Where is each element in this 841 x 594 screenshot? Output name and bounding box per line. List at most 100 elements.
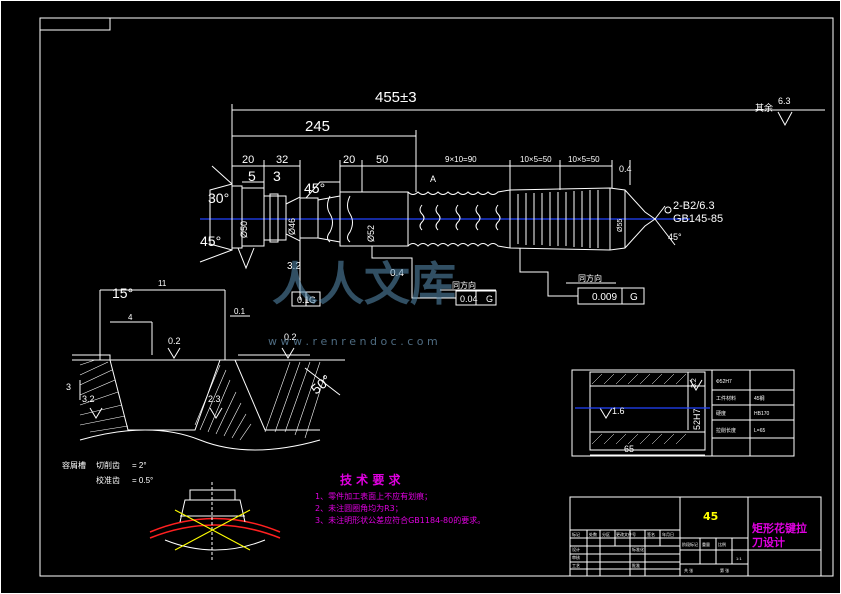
tb-cell-6: 设计 — [572, 546, 580, 552]
dim-32: 32 — [276, 154, 288, 166]
title-material: 45 — [703, 510, 718, 523]
title-drawing-name-2: 刀设计 — [752, 535, 785, 549]
tb-cell-0: 标记 — [572, 531, 580, 537]
inner-frame — [39, 17, 834, 577]
section-label-a: A — [430, 174, 436, 184]
roughness-other-label: 其余 — [755, 102, 773, 113]
tb-cell-4: 签名 — [647, 531, 655, 537]
workpiece-table-length-label: 拉削长度 — [716, 427, 736, 434]
cutting-angle: = 2° — [132, 461, 147, 470]
dia-55: Ø55 — [617, 219, 624, 232]
tooth-land-4: 4 — [128, 313, 133, 322]
workpiece-table-bore: Ф52H7 — [716, 379, 732, 385]
tolerance-0.1: 0.1 — [234, 307, 246, 316]
angle-45-right: 45° — [668, 232, 682, 242]
workpiece-table-hardness-label: 硬度 — [716, 410, 726, 417]
center-hole-standard: GB145-85 — [673, 213, 723, 225]
dim-245: 245 — [305, 118, 330, 135]
roughness-0.4: 0.4 — [390, 268, 404, 279]
workpiece-table-material: 45钢 — [754, 395, 765, 402]
dim-20b: 20 — [343, 154, 355, 166]
tb-cell-10: 批准 — [632, 562, 640, 568]
tb-cell-15: 第 张 — [720, 567, 729, 573]
roughness-symbol-other — [777, 111, 793, 127]
tol-2-datum: G — [486, 294, 493, 304]
center-hole-note: 2-B2/6.3 — [673, 200, 715, 212]
chip-groove-label: 容屑槽 — [62, 460, 86, 470]
same-direction-2: 同方向 — [578, 273, 602, 283]
tb-cell-7: 标准化 — [632, 546, 644, 552]
workpiece-roughness-1.6: 1.6 — [612, 406, 625, 416]
tol-3-value: 0.009 — [592, 292, 617, 303]
tech-requirement-3: 3、未注明形状公差应符合GB1184-80的要求。 — [315, 515, 485, 525]
roughness-3.2-tooth: 3.2 — [82, 394, 95, 404]
angle-45-neck: 45° — [304, 180, 325, 196]
dim-segment-2: 10×5=50 — [568, 155, 600, 164]
tooth-hatching — [79, 359, 326, 441]
workpiece-section — [571, 369, 795, 457]
corner-box — [40, 18, 111, 31]
tb-cell-16: 1:1 — [736, 556, 742, 561]
workpiece-bore-52h7: 52H7 — [692, 408, 702, 430]
tb-cell-1: 处数 — [589, 531, 597, 537]
watermark-logo: 人人文库 — [272, 257, 456, 311]
workpiece-roughness-3.2: 3.2 — [691, 378, 698, 388]
cutting-teeth-label: 切削齿 — [96, 460, 120, 470]
tb-cell-5: 年月日 — [662, 531, 674, 537]
angle-30: 30° — [208, 190, 229, 206]
calibrating-teeth-label: 校准齿 — [96, 475, 120, 485]
tb-cell-8: 审核 — [572, 554, 580, 560]
tb-cell-3: 更改文件号 — [616, 531, 636, 537]
workpiece-hatching — [591, 373, 687, 445]
roughness-2.3: 2.3 — [208, 394, 221, 404]
workpiece-table-material-label: 工件材料 — [716, 395, 736, 402]
workpiece-table-hardness: HB170 — [754, 411, 770, 417]
roughness-0.2-a: 0.2 — [168, 336, 181, 346]
center-hole-symbol — [664, 206, 672, 214]
dim-0.4: 0.4 — [619, 164, 632, 174]
tol-2-value: 0.04 — [460, 294, 478, 304]
tb-cell-9: 工艺 — [572, 563, 580, 568]
dim-50: 50 — [376, 154, 388, 166]
workpiece-length-65: 65 — [624, 444, 634, 454]
angle-50: 50° — [308, 371, 335, 397]
dia-46: Ø46 — [287, 218, 297, 235]
watermark-url: w w w . r e n r e n d o c . c o m — [268, 335, 438, 348]
tb-cell-12: 重量 — [702, 541, 710, 547]
calibrating-angle: = 0.5° — [132, 476, 153, 485]
tol-1-datum: G — [309, 295, 316, 305]
tooth-profile-detail — [72, 289, 345, 451]
same-direction-1: 同方向 — [452, 280, 476, 290]
workpiece-table-length: L=65 — [754, 428, 765, 434]
dim-overall-length: 455±3 — [375, 89, 417, 106]
dia-50: Ø50 — [239, 221, 249, 238]
tol-1-value: 0.1 — [297, 295, 310, 305]
roughness-0.2-b: 0.2 — [284, 332, 297, 342]
tolerance-leaders — [291, 240, 645, 307]
title-drawing-name-1: 矩形花键拉 — [752, 521, 807, 535]
rake-angle-15: 15° — [112, 285, 133, 301]
tb-cell-14: 共 张 — [684, 567, 693, 573]
roughness-6.3: 6.3 — [778, 96, 791, 106]
dia-52: Ø52 — [366, 225, 376, 242]
dim-3: 3 — [273, 168, 281, 184]
dimension-lines — [199, 104, 825, 270]
tooth-width-11: 11 — [158, 279, 167, 288]
tech-requirement-1: 1、零件加工表面上不应有划痕； — [315, 491, 432, 501]
engagement-sketch — [149, 482, 281, 560]
title-block-cells: 标记 处数 分区 更改文件号 签名 年月日 设计 标准化 审核 工艺 批准 阶段… — [572, 531, 742, 573]
tooth-height-3: 3 — [66, 382, 71, 392]
tb-cell-2: 分区 — [602, 531, 610, 537]
tol-3-datum: G — [630, 292, 638, 303]
tb-cell-13: 比例 — [718, 541, 726, 547]
tech-requirements-title: 技 术 要 求 — [340, 472, 402, 487]
tb-cell-11: 阶段标记 — [682, 541, 698, 547]
dim-segment-1: 10×5=50 — [520, 155, 552, 164]
angle-45-left: 45° — [200, 233, 221, 249]
dim-20a: 20 — [242, 154, 254, 166]
dim-5: 5 — [248, 168, 256, 184]
roughness-3.2: 3.2 — [287, 261, 301, 272]
broach-body — [209, 183, 656, 251]
dim-teeth-pitch: 9×10=90 — [445, 155, 477, 164]
